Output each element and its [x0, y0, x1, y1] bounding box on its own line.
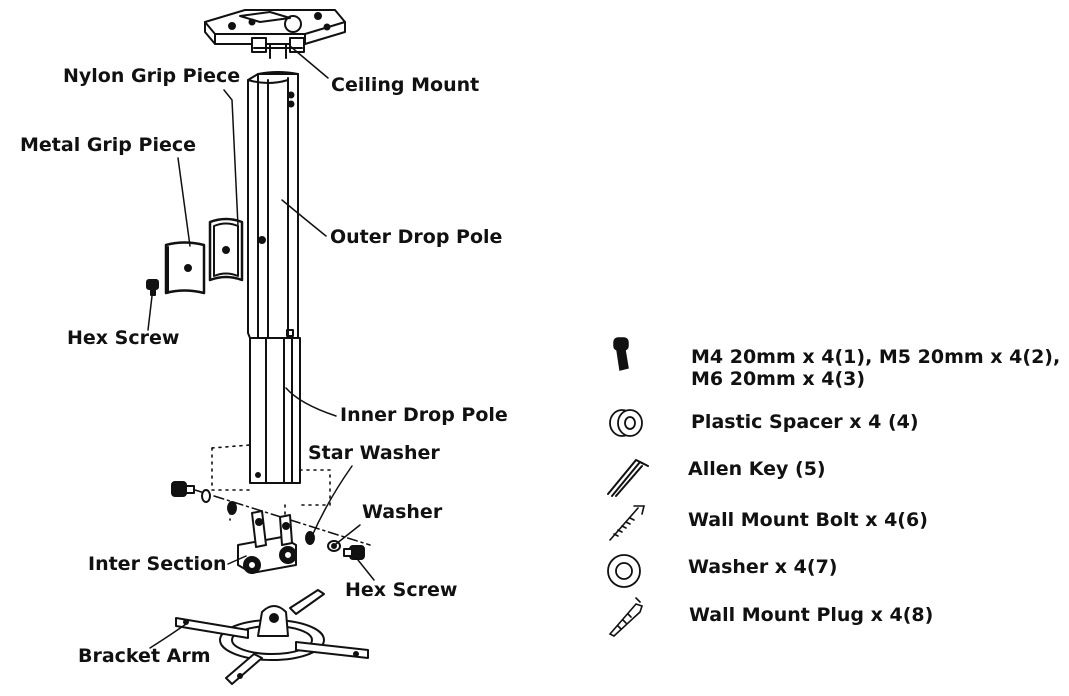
label-hex-screw-left: Hex Screw [67, 327, 180, 349]
junction-left-screw [171, 481, 237, 515]
allen-key-icon [607, 458, 649, 497]
nylon-grip-part [208, 217, 244, 282]
plastic-spacer-icon [609, 409, 643, 437]
label-inter-section: Inter Section [88, 553, 227, 575]
label-outer-drop-pole: Outer Drop Pole [330, 226, 503, 248]
wall-mount-plug-icon [608, 597, 644, 637]
label-metal-grip: Metal Grip Piece [20, 134, 196, 156]
part-item-2: Plastic Spacer x 4 (4) [691, 411, 919, 433]
part-item-3: Allen Key (5) [688, 458, 826, 480]
label-bracket-arm: Bracket Arm [78, 645, 211, 667]
screw-axis-line [194, 489, 371, 546]
leader-lines [147, 45, 375, 649]
screw-icon [613, 337, 629, 371]
inter-section-part [237, 510, 315, 574]
ceiling-mount-part [204, 9, 346, 59]
inner-drop-pole-part [249, 337, 301, 484]
part-item-6: Wall Mount Plug x 4(8) [689, 604, 934, 626]
bracket-arm-part [175, 589, 369, 685]
label-ceiling-mount: Ceiling Mount [331, 74, 480, 96]
label-star-washer: Star Washer [308, 442, 440, 464]
junction-right-screw [327, 540, 365, 560]
label-hex-screw-right: Hex Screw [345, 579, 458, 601]
washer-icon [607, 554, 641, 588]
metal-grip-part [164, 241, 206, 295]
part-item-1-line1: M4 20mm x 4(1), M5 20mm x 4(2), [691, 346, 1061, 368]
part-item-1-line2: M6 20mm x 4(3) [691, 368, 866, 390]
hex-screw-part [146, 279, 159, 296]
wall-mount-bolt-icon [609, 505, 646, 541]
label-washer: Washer [362, 501, 443, 523]
outer-drop-pole-part [247, 71, 299, 339]
label-nylon-grip: Nylon Grip Piece [63, 65, 241, 87]
label-inner-drop-pole: Inner Drop Pole [340, 404, 508, 426]
part-item-5: Washer x 4(7) [688, 556, 838, 578]
part-item-4: Wall Mount Bolt x 4(6) [688, 509, 928, 531]
